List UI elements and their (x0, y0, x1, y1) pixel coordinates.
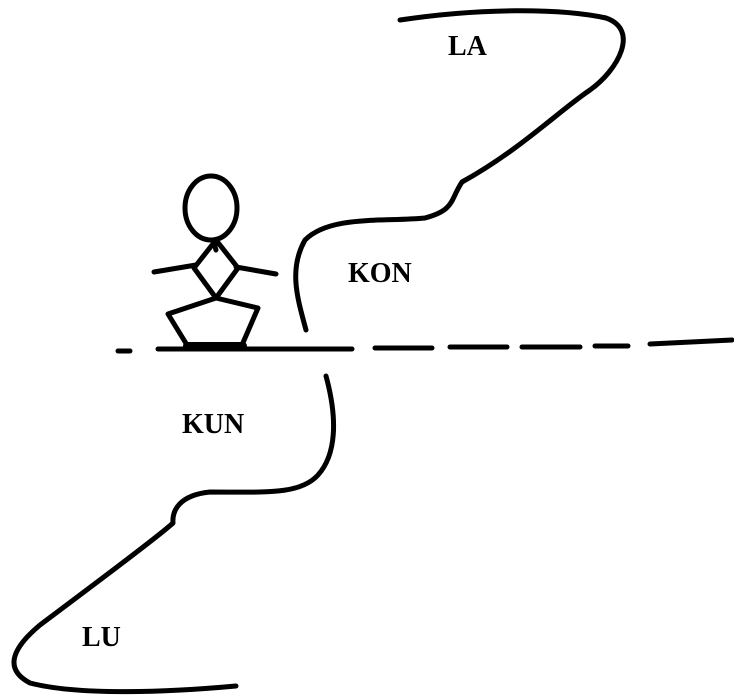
label-la: LA (448, 31, 488, 62)
label-kon: KON (348, 258, 412, 289)
figure-head (182, 173, 240, 243)
figure-crossed-legs (165, 295, 261, 348)
upper-curve-la (293, 8, 626, 333)
horizon-dash-6 (647, 337, 734, 347)
figure-right-arm (233, 264, 279, 277)
lower-curve-lu (11, 373, 336, 695)
seated-stick-figure (151, 173, 279, 350)
label-kun: KUN (182, 409, 244, 440)
figure-left-arm (151, 262, 199, 275)
label-lu: LU (82, 622, 121, 653)
